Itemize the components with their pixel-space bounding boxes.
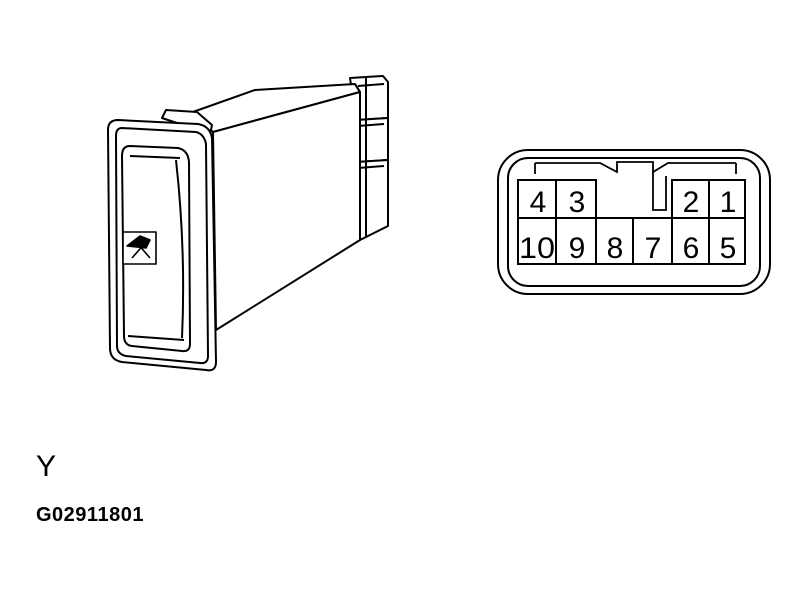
rear-wiper-icon xyxy=(122,231,157,265)
pin-cell-2 xyxy=(671,179,710,219)
pin-grid xyxy=(517,179,746,265)
pin-label-6: 6 xyxy=(683,232,700,265)
pin-cell-10 xyxy=(517,217,557,265)
pin-label-1: 1 xyxy=(720,186,737,219)
pin-cell-6 xyxy=(671,217,710,265)
pin-cell-8 xyxy=(595,217,634,265)
pin-label-10: 10 xyxy=(519,232,555,265)
pin-label-4: 4 xyxy=(530,186,547,219)
pin-label-7: 7 xyxy=(645,232,662,265)
pin-cell-9 xyxy=(555,217,597,265)
pin-cell-1 xyxy=(708,179,746,219)
pin-cell-3 xyxy=(555,179,597,219)
figure-id: G02911801 xyxy=(36,504,144,526)
switch-bezel xyxy=(107,109,217,372)
connector-key-rail xyxy=(534,161,737,211)
pin-label-2: 2 xyxy=(683,186,700,219)
pin-label-8: 8 xyxy=(607,232,624,265)
connector-label: Y xyxy=(36,450,57,483)
connector-face: 4 3 2 1 10 9 8 7 6 5 xyxy=(497,149,771,295)
switch-assembly xyxy=(107,75,389,372)
connector-inner-shell xyxy=(507,157,761,287)
pin-label-9: 9 xyxy=(569,232,586,265)
pin-label-3: 3 xyxy=(569,186,586,219)
pin-cell-7 xyxy=(632,217,673,265)
pin-label-5: 5 xyxy=(720,232,737,265)
pin-cell-5 xyxy=(708,217,746,265)
